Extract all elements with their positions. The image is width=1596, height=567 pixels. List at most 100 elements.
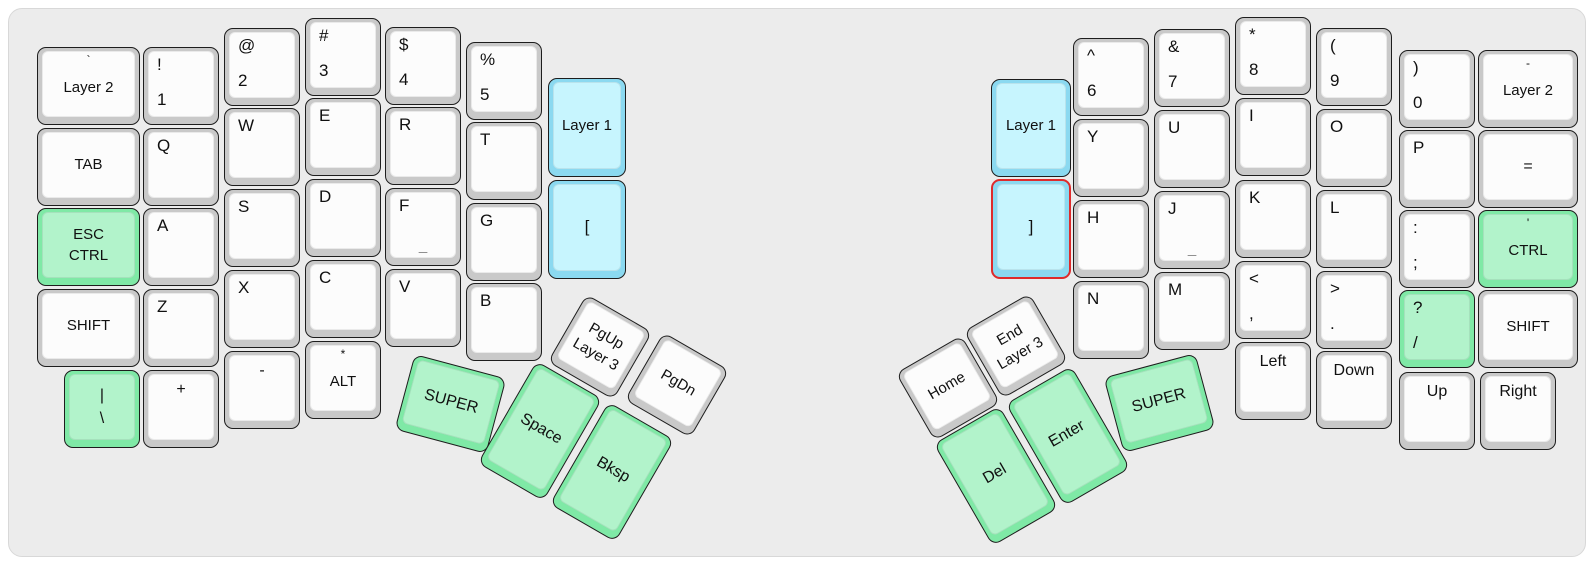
- key-q[interactable]: Q: [143, 128, 219, 206]
- key-label: 1: [157, 89, 167, 109]
- key-legend: X: [230, 275, 294, 339]
- key-legend: Q: [149, 133, 213, 197]
- keycap-top: Y: [1078, 123, 1144, 189]
- key-label: .: [1330, 313, 1335, 333]
- key-label: V: [399, 277, 411, 296]
- key-c[interactable]: C: [305, 260, 381, 338]
- key-e[interactable]: E: [305, 98, 381, 176]
- key-label: ;: [1413, 252, 1418, 272]
- key-less-comma[interactable]: <,: [1235, 261, 1311, 339]
- key-percent-5[interactable]: %5: [466, 42, 542, 120]
- keycap-top: E: [310, 102, 376, 168]
- key-tab[interactable]: TAB: [37, 128, 140, 206]
- key-pipe-backslash[interactable]: |\: [64, 370, 140, 448]
- key-label: F: [399, 196, 410, 215]
- key-plus[interactable]: +: [143, 370, 219, 448]
- key-k[interactable]: K: [1235, 180, 1311, 258]
- key-minus-layer-2[interactable]: -Layer 2: [1478, 50, 1578, 128]
- key-label: |: [99, 387, 105, 405]
- key-s[interactable]: S: [224, 189, 300, 267]
- key-arrow-up[interactable]: Up: [1399, 372, 1475, 450]
- key-x[interactable]: X: [224, 270, 300, 348]
- key-legend: Z: [149, 294, 213, 358]
- key-t[interactable]: T: [466, 122, 542, 200]
- keycap-top: >.: [1321, 275, 1387, 341]
- key-h[interactable]: H: [1073, 200, 1149, 278]
- key-legend: |\: [70, 375, 134, 439]
- key-minus[interactable]: -: [224, 351, 300, 429]
- key-arrow-right[interactable]: Right: [1480, 372, 1556, 450]
- key-y[interactable]: Y: [1073, 119, 1149, 197]
- key-d[interactable]: D: [305, 179, 381, 257]
- key-legend: R: [391, 112, 455, 176]
- key-asterisk-alt[interactable]: *ALT: [305, 341, 381, 419]
- key-arrow-left[interactable]: Left: [1235, 342, 1311, 420]
- key-legend: $4: [391, 32, 455, 96]
- key-a[interactable]: A: [143, 208, 219, 286]
- key-legend: ^6: [1079, 43, 1143, 107]
- key-layer-1-left[interactable]: Layer 1: [548, 78, 626, 177]
- key-l[interactable]: L: [1316, 190, 1392, 268]
- key-legend: -Layer 2: [1484, 55, 1572, 119]
- key-super-right[interactable]: SUPER: [1103, 353, 1216, 453]
- key-dollar-4[interactable]: $4: [385, 27, 461, 105]
- key-u[interactable]: U: [1154, 110, 1230, 188]
- keycap-top: Layer 1: [553, 82, 621, 169]
- keycap-top: ^6: [1078, 42, 1144, 108]
- key-paren-9[interactable]: (9: [1316, 28, 1392, 106]
- key-equals[interactable]: =: [1478, 130, 1578, 208]
- key-label: *: [1249, 25, 1256, 44]
- key-paren-0[interactable]: )0: [1399, 50, 1475, 128]
- key-quote-ctrl[interactable]: 'CTRL: [1478, 210, 1578, 288]
- key-greater-period[interactable]: >.: [1316, 271, 1392, 349]
- key-hash-3[interactable]: #3: [305, 18, 381, 96]
- key-legend: (9: [1322, 33, 1386, 97]
- key-r[interactable]: R: [385, 107, 461, 185]
- key-legend: *ALT: [311, 346, 375, 410]
- key-m[interactable]: M: [1154, 272, 1230, 350]
- key-legend: SUPER: [403, 360, 500, 443]
- key-layer-2-left[interactable]: `Layer 2: [37, 47, 140, 125]
- key-caret-6[interactable]: ^6: [1073, 38, 1149, 116]
- key-i[interactable]: I: [1235, 98, 1311, 176]
- key-right-bracket[interactable]: ]: [991, 179, 1071, 279]
- key-o[interactable]: O: [1316, 109, 1392, 187]
- key-colon-semicolon[interactable]: :;: [1399, 210, 1475, 288]
- key-shift-right[interactable]: SHIFT: [1478, 290, 1578, 368]
- key-v[interactable]: V: [385, 269, 461, 347]
- key-b[interactable]: B: [466, 283, 542, 361]
- key-legend: U: [1160, 115, 1224, 179]
- keycap-top: V: [390, 273, 456, 339]
- keycap-top: Z: [148, 293, 214, 359]
- key-exclamation-1[interactable]: !1: [143, 47, 219, 125]
- key-p[interactable]: P: [1399, 130, 1475, 208]
- key-question-slash[interactable]: ?/: [1399, 290, 1475, 368]
- key-label: L: [1330, 198, 1340, 217]
- key-label: :: [1413, 218, 1418, 237]
- key-left-bracket[interactable]: [: [548, 180, 626, 279]
- keycap-top: *8: [1240, 21, 1306, 87]
- key-layer-1-right[interactable]: Layer 1: [991, 79, 1071, 177]
- keycap-top: ?/: [1404, 294, 1470, 360]
- key-label: 5: [480, 84, 490, 104]
- keycap-top: A: [148, 212, 214, 278]
- key-label: Enter: [1046, 417, 1088, 452]
- key-g[interactable]: G: [466, 203, 542, 281]
- key-n[interactable]: N: [1073, 281, 1149, 359]
- key-f[interactable]: _F: [385, 188, 461, 266]
- key-z[interactable]: Z: [143, 289, 219, 367]
- key-asterisk-8[interactable]: *8: [1235, 17, 1311, 95]
- key-shift-left[interactable]: SHIFT: [37, 289, 140, 367]
- key-label: 7: [1168, 71, 1178, 91]
- key-ampersand-7[interactable]: &7: [1154, 29, 1230, 107]
- key-at-2[interactable]: @2: [224, 28, 300, 106]
- key-label: ]: [1028, 216, 1034, 236]
- key-j[interactable]: _J: [1154, 191, 1230, 269]
- key-w[interactable]: W: [224, 108, 300, 186]
- key-arrow-down[interactable]: Down: [1316, 351, 1392, 429]
- key-super-left[interactable]: SUPER: [394, 354, 507, 454]
